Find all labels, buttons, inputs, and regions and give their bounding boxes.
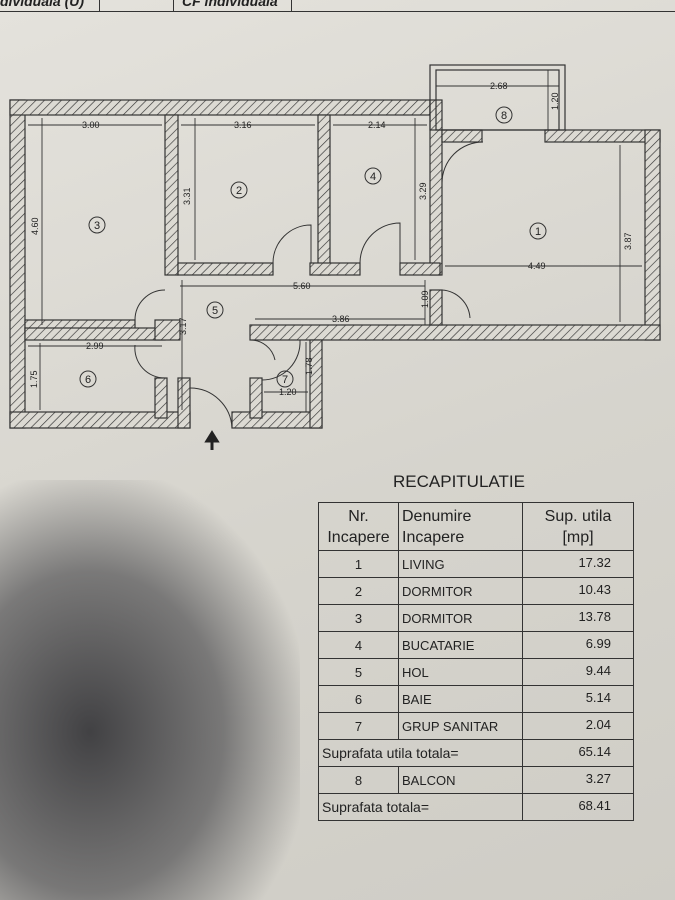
cell-text: 2 bbox=[236, 185, 242, 197]
cell-text: 3.27 bbox=[522, 766, 634, 794]
cell-text: [mp] bbox=[562, 528, 594, 546]
dim-r4-width: 2.14 bbox=[368, 120, 386, 130]
room-markers: 1 2 3 4 5 6 7 8 bbox=[79, 106, 547, 388]
dim-balcony-width: 2.68 bbox=[490, 81, 508, 91]
cell-text: 3 bbox=[94, 220, 100, 232]
dim-r3-height: 4.60 bbox=[30, 217, 40, 235]
dim-r4-height: 3.29 bbox=[418, 182, 428, 200]
cell-text: 17.32 bbox=[522, 550, 634, 578]
cell-text: 6 bbox=[85, 374, 91, 386]
dim-r6-height: 1.75 bbox=[29, 370, 39, 388]
cell-text: 8 bbox=[318, 766, 399, 794]
dim-hall2-width: 3.86 bbox=[332, 314, 350, 324]
cell-text: 10.43 bbox=[522, 577, 634, 605]
cell-text: 1 bbox=[318, 550, 399, 578]
useful-total-row: Suprafata utila totala=65.14 bbox=[318, 739, 634, 767]
room-marker-3: 3 bbox=[88, 216, 106, 234]
header-nr: Nr. Incapere bbox=[318, 502, 399, 551]
cell-text: 1 bbox=[535, 226, 541, 238]
cell-text: 13.78 bbox=[522, 604, 634, 632]
dimension-lines bbox=[28, 70, 642, 412]
cell-text: 2 bbox=[318, 577, 399, 605]
dim-r2-height: 3.31 bbox=[182, 187, 192, 205]
cell-text: 4 bbox=[370, 171, 376, 183]
dim-r7-width: 1.20 bbox=[279, 387, 297, 397]
photo-shadow bbox=[0, 480, 300, 900]
dim-r1-height: 3.87 bbox=[623, 232, 633, 250]
cell-text: 8 bbox=[501, 110, 507, 122]
title-block-strip: dividuala (U) CF individuala bbox=[0, 0, 675, 12]
cell-text: BUCATARIE bbox=[398, 631, 523, 659]
dim-r6-width: 2.99 bbox=[86, 341, 104, 351]
dim-balcony-height: 1.20 bbox=[550, 92, 560, 110]
dim-r2-width: 3.16 bbox=[234, 120, 252, 130]
walls bbox=[9, 99, 661, 429]
cell-text: 7 bbox=[318, 712, 399, 740]
dim-r3-width: 3.00 bbox=[82, 120, 100, 130]
cell-text: BALCON bbox=[398, 766, 523, 794]
cell-text: Incapere bbox=[327, 528, 390, 546]
cell-text: 5 bbox=[212, 305, 218, 317]
total-row: Suprafata totala=68.41 bbox=[318, 793, 634, 821]
cell-text: DORMITOR bbox=[398, 604, 523, 632]
floor-plan: 3.00 4.60 3.16 3.31 2.14 3.29 2.68 1.20 … bbox=[9, 64, 661, 450]
cell-text: GRUP SANITAR bbox=[398, 712, 523, 740]
recap-title: RECAPITULATIE bbox=[393, 472, 525, 491]
cell-text: BAIE bbox=[398, 685, 523, 713]
cell-text: 6 bbox=[318, 685, 399, 713]
room-marker-1: 1 bbox=[529, 222, 547, 240]
dimension-labels: 3.00 4.60 3.16 3.31 2.14 3.29 2.68 1.20 … bbox=[29, 81, 633, 397]
dim-r7-height: 1.78 bbox=[304, 357, 314, 375]
cell-text: LIVING bbox=[398, 550, 523, 578]
cell-text: Sup. utila bbox=[544, 507, 612, 525]
dim-hall2-height: 1.09 bbox=[420, 290, 430, 308]
cell-text: DORMITOR bbox=[398, 577, 523, 605]
cell-text: Denumire bbox=[402, 507, 472, 525]
cell-text: 3 bbox=[318, 604, 399, 632]
cell-text: Suprafata utila totala= bbox=[318, 739, 523, 767]
cell-text: 5.14 bbox=[522, 685, 634, 713]
cell-text: 65.14 bbox=[522, 739, 634, 767]
cell-text: 5 bbox=[318, 658, 399, 686]
room-marker-6: 6 bbox=[79, 370, 97, 388]
cell-text: 4 bbox=[318, 631, 399, 659]
room-marker-8: 8 bbox=[495, 106, 513, 124]
dim-hall-width: 5.60 bbox=[293, 281, 311, 291]
room-marker-4: 4 bbox=[364, 167, 382, 185]
dim-hall-height: 3.17 bbox=[178, 317, 188, 335]
cell-text: 9.44 bbox=[522, 658, 634, 686]
title-cell-cf: CF individuala bbox=[174, 0, 292, 12]
cell-text: 2.04 bbox=[522, 712, 634, 740]
cell-text: Suprafata totala= bbox=[318, 793, 523, 821]
room-marker-5: 5 bbox=[206, 301, 224, 319]
cell-text: HOL bbox=[398, 658, 523, 686]
room-marker-2: 2 bbox=[230, 181, 248, 199]
entrance-arrow-icon bbox=[204, 430, 220, 450]
title-cell-left: dividuala (U) bbox=[0, 0, 100, 12]
header-area: Sup. utila [mp] bbox=[522, 502, 634, 551]
cell-text: Incapere bbox=[402, 528, 465, 546]
door-swings bbox=[134, 141, 484, 429]
cell-text: Nr. bbox=[348, 507, 369, 525]
cell-text: 7 bbox=[282, 374, 288, 386]
balcony-outline bbox=[429, 64, 566, 131]
room-marker-7: 7 bbox=[276, 370, 294, 388]
title-cell-empty bbox=[100, 0, 174, 12]
dim-r1-width: 4.49 bbox=[528, 261, 546, 271]
cell-text: 68.41 bbox=[522, 793, 634, 821]
cell-text: 6.99 bbox=[522, 631, 634, 659]
